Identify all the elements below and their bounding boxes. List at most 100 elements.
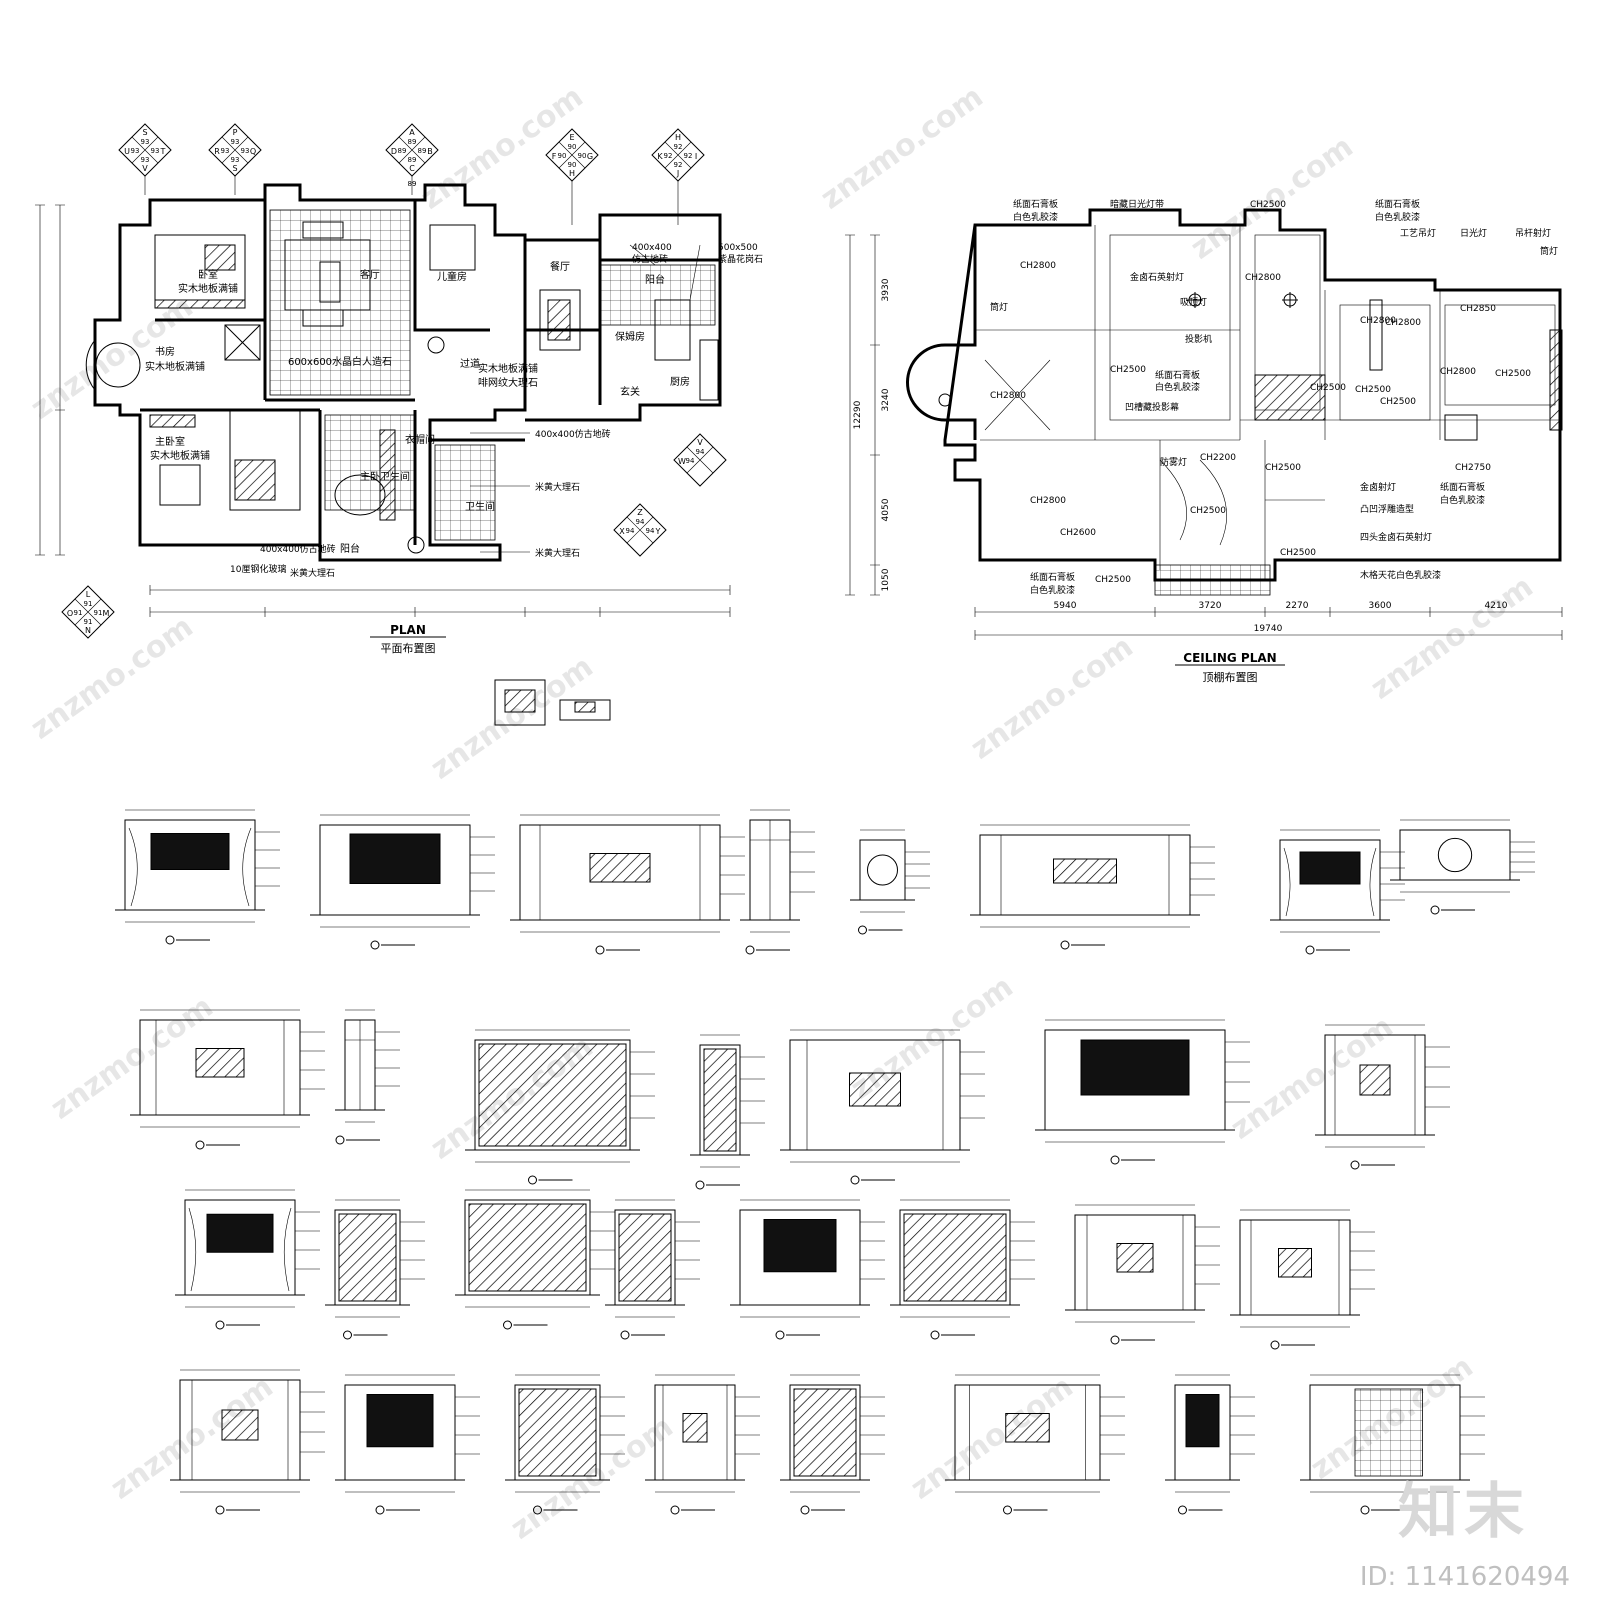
ceiling-dim-v: 4050 xyxy=(881,498,891,521)
ceiling-label: 吸顶灯 xyxy=(1180,297,1207,308)
room-label: 厨房 xyxy=(670,375,690,388)
watermark-layer: znzmo.com znzmo.com znzmo.com znzmo.com znzm… xyxy=(25,79,1540,1546)
marker-letter: K xyxy=(657,152,663,161)
material-callout: 400x400 xyxy=(632,243,672,253)
ceiling-label: CH2500 xyxy=(1110,365,1146,375)
watermark-text: znzmo.com xyxy=(25,609,200,746)
marker-number: 93 xyxy=(231,138,240,146)
marker-number: 93 xyxy=(141,156,150,164)
ceiling-label: CH2500 xyxy=(1250,200,1286,210)
ceiling-plan-subtitle: 顶棚布置图 xyxy=(1203,670,1258,684)
room-label: 玄关 xyxy=(620,385,640,398)
ceiling-dim-v: 3240 xyxy=(881,388,891,411)
room-label: 实木地板满铺 xyxy=(178,282,238,295)
ceiling-label: 投影机 xyxy=(1185,333,1212,345)
ceiling-label: 纸面石膏板 xyxy=(1155,369,1200,381)
marker-letter: J xyxy=(676,169,679,178)
watermark-text: znzmo.com xyxy=(815,79,990,216)
marker-letter: A xyxy=(409,128,415,137)
ceiling-label: 纸面石膏板 xyxy=(1440,481,1485,493)
marker-number: 93 xyxy=(221,147,230,155)
ceiling-dim-total-v: 12290 xyxy=(853,400,863,429)
marker-letter: E xyxy=(569,133,574,142)
ceiling-label: 金卤石英射灯 xyxy=(1130,271,1184,283)
marker-number: 94 xyxy=(646,527,655,535)
plan-material-callouts: 400x400仿古地砖500x500紫晶花岗石400x400仿古地砖米黄大理石米… xyxy=(230,243,763,579)
watermark-text: znzmo.com xyxy=(415,79,590,216)
elevation-drawing xyxy=(1035,1019,1250,1165)
ceiling-label: CH2500 xyxy=(1095,575,1131,585)
ceiling-label: CH2600 xyxy=(1060,528,1096,538)
ceiling-dim-h: 4210 xyxy=(1485,601,1508,611)
ceiling-label: CH2200 xyxy=(1200,453,1236,463)
ceiling-label: 白色乳胶漆 xyxy=(1013,211,1058,223)
material-callout: 紫晶花岗石 xyxy=(718,253,763,265)
elevation-drawing xyxy=(1065,1204,1220,1345)
marker-letter: P xyxy=(233,128,238,137)
marker-letter: L xyxy=(86,590,91,599)
material-callout: 400x400仿古地砖 xyxy=(535,428,611,440)
marker-number: 90 xyxy=(568,143,577,151)
elevation-drawing xyxy=(310,814,495,950)
room-label: 实木地板满铺 xyxy=(145,360,205,373)
ceiling-label: CH2800 xyxy=(1020,261,1056,271)
room-label: 阳台 xyxy=(645,273,665,286)
ceiling-label: CH2500 xyxy=(1310,383,1346,393)
ceiling-label: CH2850 xyxy=(1460,304,1496,314)
elevation-drawing xyxy=(325,1199,425,1340)
ceiling-label: CH2500 xyxy=(1265,463,1301,473)
room-label: 实木地板满铺 xyxy=(150,449,210,462)
material-callout: 米黄大理石 xyxy=(535,547,580,559)
ceiling-label: 白色乳胶漆 xyxy=(1375,211,1420,223)
ceiling-label: 纸面石膏板 xyxy=(1030,571,1075,583)
marker-letter: G xyxy=(587,152,593,161)
ceiling-label: 工艺吊灯 xyxy=(1400,228,1436,239)
marker-number: 92 xyxy=(684,152,693,160)
marker-letter: Y xyxy=(655,527,661,536)
material-callout: 500x500 xyxy=(718,243,758,253)
marker-letter: Z xyxy=(637,508,643,517)
elevation-drawing xyxy=(850,829,930,935)
ceiling-dim-h: 3720 xyxy=(1199,601,1222,611)
watermark-text: znzmo.com xyxy=(965,629,1140,766)
elevation-drawing xyxy=(970,824,1215,950)
watermark-text: znzmo.com xyxy=(1185,129,1360,266)
room-label: 阳台 xyxy=(340,542,360,555)
small-detail-thumbnails xyxy=(494,679,611,726)
elevation-drawing xyxy=(645,1374,760,1515)
marker-number: 92 xyxy=(674,161,683,169)
room-label: 主卧卫生间 xyxy=(360,470,410,483)
marker-number: 92 xyxy=(674,143,683,151)
marker-letter: U xyxy=(124,147,130,156)
marker-number: 89 xyxy=(398,147,407,155)
marker-letter: V xyxy=(142,164,148,173)
ceiling-label: 暗藏日光灯带 xyxy=(1110,198,1164,210)
room-label: 卫生间 xyxy=(465,500,495,513)
elevation-drawing xyxy=(1230,1209,1375,1350)
ceiling-label: CH2800 xyxy=(1385,318,1421,328)
ceiling-label: 日光灯 xyxy=(1460,227,1487,239)
ceiling-label: CH2800 xyxy=(1360,316,1396,326)
elevation-drawing xyxy=(945,1374,1125,1515)
ceiling-label: CH2800 xyxy=(1245,273,1281,283)
marker-number: 93 xyxy=(131,147,140,155)
ceiling-label: 金卤射灯 xyxy=(1360,481,1396,493)
ceiling-label: 凹槽藏投影幕 xyxy=(1125,401,1179,413)
ceiling-label: 白色乳胶漆 xyxy=(1030,584,1075,596)
elevation-drawing xyxy=(170,1369,325,1515)
marker-number: 94 xyxy=(626,527,635,535)
marker-number: 93 xyxy=(241,147,250,155)
ceiling-label: CH2800 xyxy=(1440,367,1476,377)
ceiling-label: CH2750 xyxy=(1455,463,1491,473)
watermark-text: znzmo.com xyxy=(905,1369,1080,1506)
marker-letter: H xyxy=(569,169,575,178)
ceiling-label: 四头金卤石英射灯 xyxy=(1360,531,1432,543)
marker-letter: R xyxy=(214,147,220,156)
ceiling-label: 筒灯 xyxy=(1540,245,1558,257)
